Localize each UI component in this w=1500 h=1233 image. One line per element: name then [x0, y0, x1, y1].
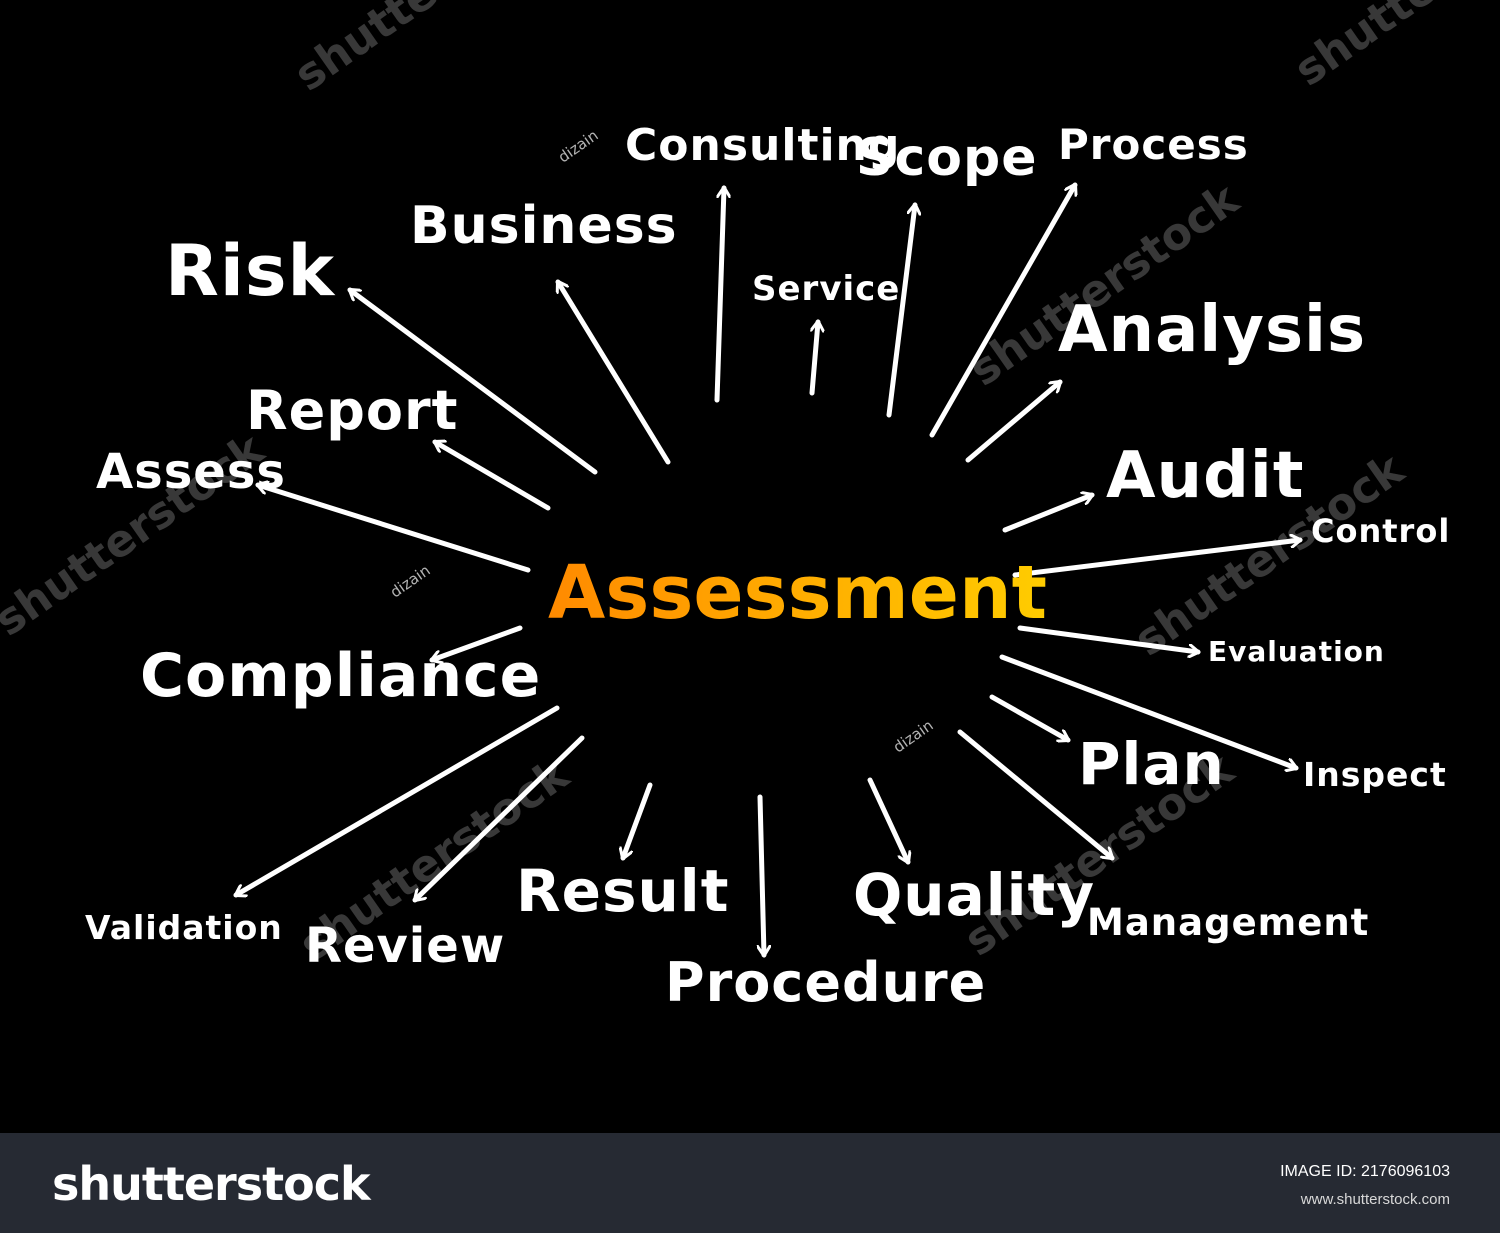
term-management: Management	[1087, 901, 1370, 944]
center-term: Assessment	[548, 550, 1047, 636]
term-scope: Scope	[856, 128, 1038, 188]
term-evaluation: Evaluation	[1208, 635, 1385, 668]
term-procedure: Procedure	[665, 951, 987, 1014]
arrows-layer	[233, 182, 1303, 958]
term-audit: Audit	[1106, 439, 1305, 513]
arrow-consulting	[714, 185, 724, 403]
image-id: IMAGE ID: 2176096103	[1280, 1163, 1450, 1180]
term-compliance: Compliance	[140, 641, 542, 711]
arrow-validation	[233, 705, 560, 895]
term-inspect: Inspect	[1303, 755, 1447, 794]
term-quality: Quality	[853, 861, 1096, 929]
term-risk: Risk	[165, 230, 336, 312]
arrow-plan	[989, 694, 1071, 740]
arrow-scope	[886, 202, 915, 418]
arrow-control	[1012, 540, 1303, 578]
term-result: Result	[516, 857, 730, 925]
arrow-business	[555, 279, 671, 465]
arrow-audit	[1002, 495, 1095, 533]
chalkboard: Assessment Risk Business Consulting Scop…	[0, 0, 1500, 1014]
arrow-evaluation	[1017, 625, 1201, 652]
term-business: Business	[410, 196, 678, 256]
footer-url: www.shutterstock.com	[1300, 1191, 1450, 1208]
arrow-service	[809, 319, 818, 396]
arrow-analysis	[965, 379, 1063, 463]
term-assess: Assess	[96, 444, 286, 500]
stock-footer: shutterstock IMAGE ID: 2176096103 www.sh…	[0, 1133, 1500, 1233]
term-control: Control	[1311, 512, 1451, 550]
arrow-quality	[867, 777, 908, 865]
arrow-risk	[347, 287, 598, 475]
arrow-inspect	[999, 654, 1299, 768]
arrow-result	[623, 782, 653, 861]
footer-logo: shutterstock	[52, 1157, 371, 1211]
term-consulting: Consulting	[625, 120, 901, 171]
term-review: Review	[305, 918, 506, 974]
term-report: Report	[246, 379, 459, 442]
arrow-compliance	[429, 625, 523, 660]
arrow-procedure	[760, 794, 764, 958]
term-process: Process	[1058, 120, 1249, 169]
term-analysis: Analysis	[1058, 293, 1367, 367]
arrow-report	[432, 442, 551, 511]
arrow-process	[929, 182, 1075, 438]
arrow-review	[412, 735, 585, 903]
term-plan: Plan	[1078, 730, 1225, 798]
term-service: Service	[752, 269, 901, 309]
arrow-assess	[255, 485, 531, 573]
term-validation: Validation	[85, 908, 283, 947]
arrow-management	[957, 729, 1115, 861]
